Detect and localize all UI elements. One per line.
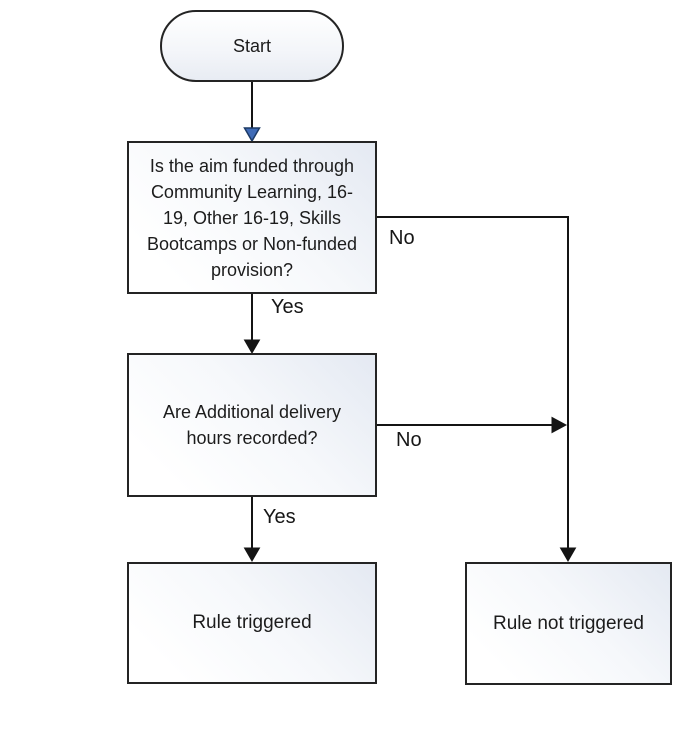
arrowhead-down-icon — [243, 339, 261, 355]
node-decision-funding: Is the aim funded through Community Lear… — [127, 141, 377, 294]
arrowhead-right-icon — [551, 416, 568, 434]
edge-decision1-no — [377, 216, 569, 549]
edge-label-decision2-no: No — [396, 429, 422, 451]
node-decision-additional-hours: Are Additional delivery hours recorded? — [127, 353, 377, 497]
node-rule-triggered-label: Rule triggered — [192, 612, 312, 633]
arrowhead-blue-down-icon — [243, 127, 261, 143]
node-rule-not-triggered: Rule not triggered — [465, 562, 672, 685]
edge-label-decision1-no: No — [389, 227, 415, 249]
edge-label-decision2-yes: Yes — [263, 506, 296, 528]
node-start-label: Start — [232, 36, 271, 56]
arrowhead-down-icon — [243, 547, 261, 563]
arrowhead-down-icon — [559, 547, 577, 563]
node-start: Start — [160, 10, 344, 82]
node-rule-not-triggered-label: Rule not triggered — [492, 612, 645, 634]
node-rule-triggered: Rule triggered — [127, 562, 377, 684]
node-decision-funding-label: Is the aim funded through Community Lear… — [146, 155, 358, 280]
node-decision-additional-hours-label: Are Additional delivery hours recorded? — [162, 402, 342, 448]
edge-label-decision1-yes: Yes — [271, 296, 304, 318]
